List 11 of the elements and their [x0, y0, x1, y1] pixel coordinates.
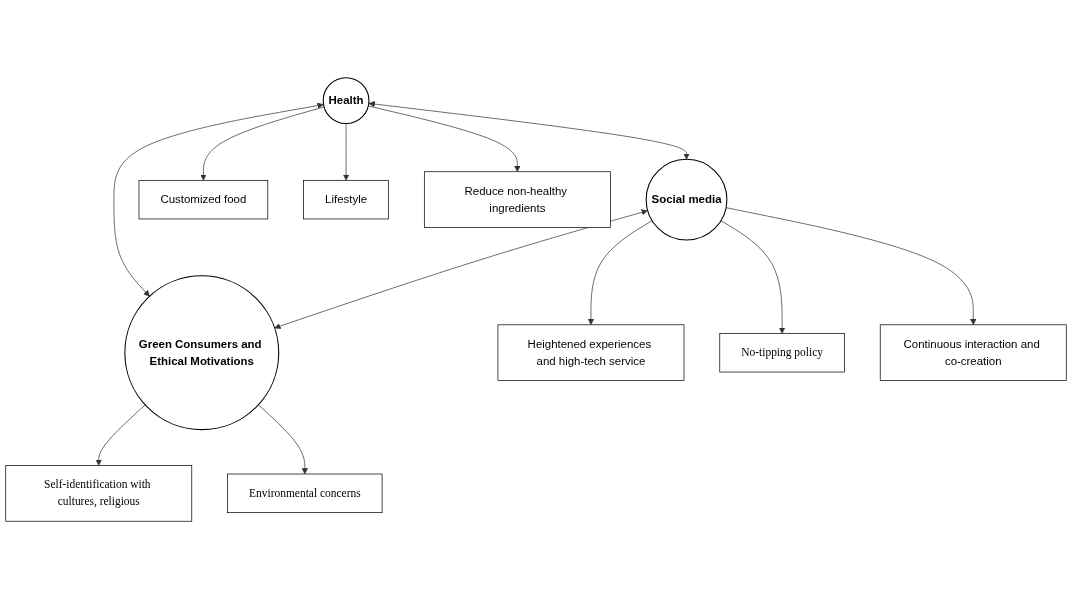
node-box: Self-identification with cultures, religious: [5, 465, 193, 522]
node-box: Customized food: [138, 179, 269, 220]
node-circle: Health: [322, 77, 370, 125]
node-circle: Green Consumers and Ethical Motivations: [124, 275, 280, 431]
node-box: Heightened experiences and high-tech service: [497, 324, 685, 381]
node-box: Continuous interaction and co-creation: [879, 324, 1067, 381]
node-box: No-tipping policy: [719, 333, 845, 373]
node-box: Environmental concerns: [227, 473, 383, 513]
node-box: Lifestyle: [303, 179, 389, 220]
node-circle: Social media: [645, 158, 728, 241]
node-box: Reduce non-healthy ingredients: [423, 171, 611, 228]
